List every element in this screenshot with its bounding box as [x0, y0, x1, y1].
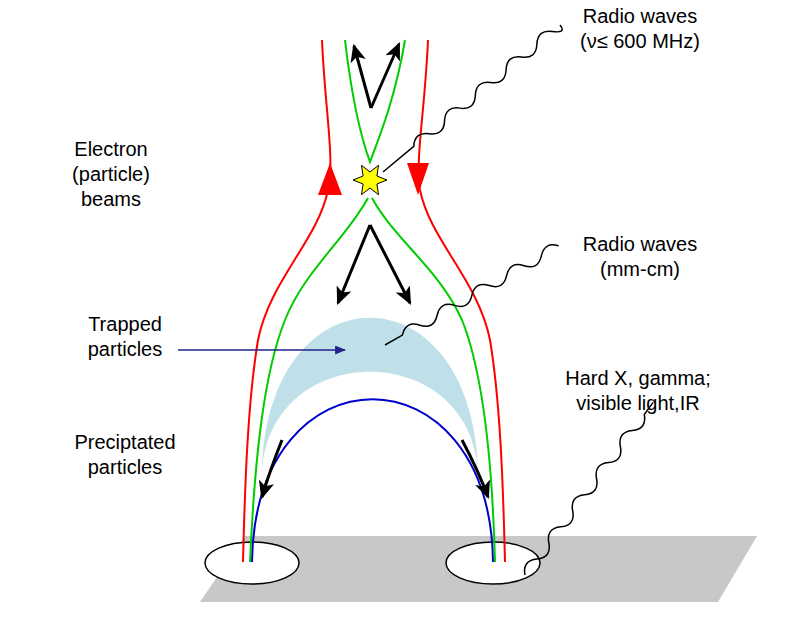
annotation-label: Radio waves (mm-cm)	[570, 232, 710, 282]
field-line	[345, 40, 405, 162]
post-flare-loop	[252, 399, 493, 562]
outflow-arrow	[338, 225, 370, 303]
emission-wave	[521, 399, 658, 578]
annotation-label: Hard X, gamma; visible light,IR	[538, 366, 738, 416]
outflow-arrow	[371, 44, 399, 108]
trapped-particle-region	[262, 318, 478, 470]
pointer-arrow	[178, 349, 345, 351]
emission-wave	[379, 21, 563, 176]
precipitation-arrow	[462, 440, 488, 497]
outflow-arrow	[370, 225, 410, 303]
field-line	[243, 40, 330, 562]
emission-wave	[379, 21, 563, 176]
annotation-label: Electron (particle) beams	[66, 137, 156, 212]
emission-wave	[382, 241, 561, 350]
beam-arrow	[318, 163, 342, 195]
annotation-label: Radio waves (ν≤ 600 MHz)	[570, 4, 710, 54]
annotation-label: Preciptated particles	[70, 430, 180, 480]
annotation-label: Trapped particles	[70, 312, 180, 362]
precipitation-arrow	[262, 440, 282, 497]
emission-wave	[521, 399, 658, 578]
reconnection-site	[353, 165, 387, 194]
emission-wave	[382, 241, 561, 350]
field-line	[250, 198, 368, 562]
outflow-arrow	[354, 46, 371, 108]
photosphere-plane	[200, 536, 757, 602]
beam-arrow	[407, 163, 429, 195]
field-line	[372, 198, 495, 562]
